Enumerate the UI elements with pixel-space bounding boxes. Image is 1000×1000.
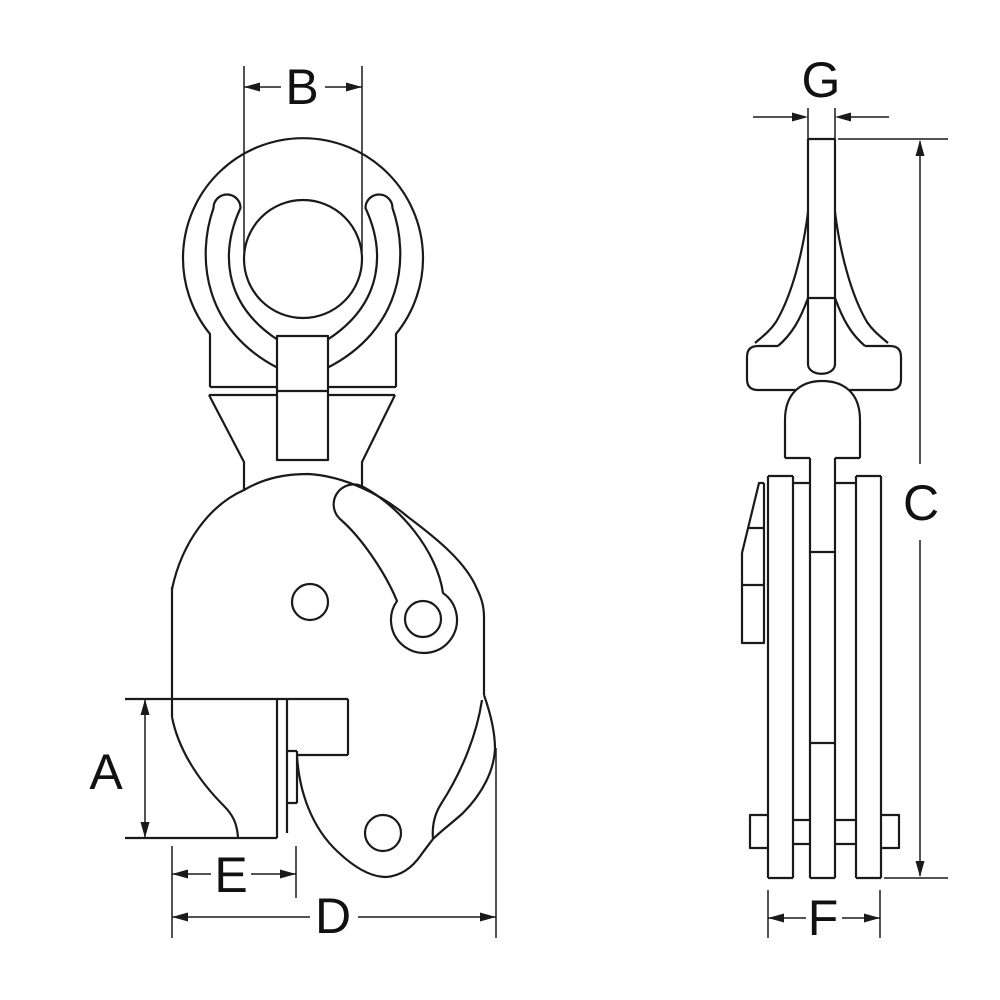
cam-head-block	[297, 699, 350, 757]
lifting-eye-outline	[181, 137, 425, 387]
dimension-e: E	[171, 846, 297, 938]
eye-hole	[242, 198, 364, 320]
dim-f-arrow-left	[768, 913, 784, 923]
swivel-left-flank	[754, 211, 810, 344]
dim-label-g: G	[802, 52, 841, 108]
swivel-bar-right	[839, 344, 903, 392]
dim-b-arrow-right	[346, 82, 362, 92]
dim-d-arrow-left	[172, 912, 188, 922]
dimension-f: F	[767, 890, 881, 946]
dim-a-arrow-down	[140, 822, 150, 838]
dimension-d: D	[172, 748, 497, 944]
body-hole	[290, 582, 330, 622]
dim-a-arrow-up	[140, 699, 150, 715]
dim-label-f: F	[808, 890, 839, 946]
pivot-pin-left-end	[748, 813, 768, 850]
swivel-shank	[275, 334, 330, 462]
pivot-pin-shaft-lines	[793, 818, 856, 846]
yoke-right-side	[360, 394, 396, 486]
dim-label-b: B	[285, 59, 318, 115]
left-side-plate	[766, 474, 795, 880]
dim-g-arrow-left	[792, 112, 808, 122]
dimension-b: B	[243, 59, 363, 252]
dim-label-c: C	[903, 475, 939, 531]
dim-f-extension-lines	[767, 890, 881, 938]
pad-insert-block	[287, 749, 299, 805]
cam-lower-outline	[295, 754, 434, 879]
jaw-throat-curve	[170, 716, 240, 838]
dim-label-a: A	[89, 744, 123, 800]
swivel-right-fillet	[833, 297, 866, 347]
dim-label-e: E	[214, 847, 247, 903]
swivel-ball	[783, 379, 862, 458]
eye-right-slot	[325, 193, 402, 370]
dim-g-extension-lines	[807, 108, 836, 139]
cam-pivot-hole	[403, 599, 443, 639]
cam-link-hole	[363, 813, 403, 853]
swivel-bar-left	[745, 344, 806, 392]
side-view	[740, 137, 903, 880]
dim-e-arrow-left	[172, 869, 188, 879]
dim-d-arrow-right	[480, 912, 496, 922]
yoke-left-side	[208, 394, 246, 491]
cam-side-profile	[740, 481, 766, 645]
body-dome-outline	[170, 472, 486, 695]
eye-left-slot	[204, 193, 280, 370]
swivel-left-fillet	[777, 297, 810, 347]
right-side-plate	[854, 474, 883, 880]
dimension-a: A	[89, 699, 150, 838]
dim-f-arrow-right	[864, 913, 880, 923]
body-right-bulge	[432, 694, 497, 840]
dimension-c: C	[838, 138, 948, 879]
center-plate	[808, 458, 837, 880]
dim-e-arrow-right	[280, 869, 296, 879]
dim-label-d: D	[315, 888, 351, 944]
eye-bottom-edges	[209, 385, 396, 397]
dim-c-extension-lines	[838, 138, 948, 879]
pivot-pin-right-end	[881, 813, 901, 850]
eye-plate-sides	[806, 139, 837, 375]
dim-g-arrow-right	[835, 112, 851, 122]
front-view	[125, 137, 497, 879]
dim-c-arrow-down	[915, 861, 925, 877]
cam-inner-edge	[431, 699, 484, 840]
dim-e-extension-lines	[171, 846, 297, 938]
dim-b-arrow-left	[244, 82, 260, 92]
dim-b-extension-lines	[243, 66, 363, 252]
dimension-g: G	[753, 52, 889, 139]
swivel-right-flank	[833, 211, 889, 344]
dim-c-arrow-up	[915, 140, 925, 156]
